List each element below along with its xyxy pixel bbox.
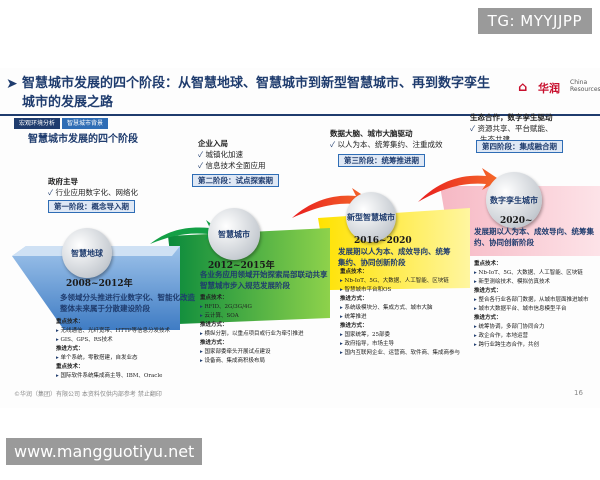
stage-3-detail-item: 国家统筹，25部委 xyxy=(340,331,468,340)
stage-2-drivers: 企业入局 城镇化加速 信息技术全面应用 xyxy=(198,138,266,171)
stage-1-detail-heading: 推进方式： xyxy=(56,346,84,352)
section-subtitle: 智慧城市发展的四个阶段 xyxy=(28,134,138,145)
stage-3-detail-heading: 推进方式： xyxy=(340,296,368,302)
stage-3-detail-item: Nb-IoT、5G、大数据、人工智能、区块链 xyxy=(340,277,468,286)
stage-1-detail-item: GIS、GPS、RS技术 xyxy=(56,336,186,345)
logo-chinese-name: 华润 xyxy=(538,82,560,95)
title-arrow-icon: ➤ xyxy=(6,76,18,92)
stage-4-detail-heading: 推进方式： xyxy=(474,288,502,294)
stage-4-driver-heading: 生态合作，数字孪生驱动 xyxy=(470,113,553,122)
stage-2-driver-heading: 企业入局 xyxy=(198,139,228,148)
stage-2-detail-item: 国家部委牵头开展试点建设 xyxy=(200,348,332,357)
stage-4-description: 发展期以人为本、成效导向、统筹集约、协同创新阶段 xyxy=(474,227,594,247)
stage-4-year: 2020~ xyxy=(500,216,533,226)
stage-1-step xyxy=(12,246,180,330)
stage-3-description: 发展期以人为本、成效导向、统筹集约、协同创新阶段 xyxy=(338,247,451,267)
stage-1-tag: 第一阶段：概念导入期 xyxy=(48,200,135,213)
stage-1-drivers: 政府主导 行业应用数字化、网络化 xyxy=(48,176,138,198)
stage-3-circle: 新型智慧城市 xyxy=(346,192,396,242)
stage-2-details: 重点技术： RFID、2G/3G/4G 云计算、SOA 推进方式： 横纵分割，以… xyxy=(200,294,332,366)
stage-staircase-graphic xyxy=(12,168,600,330)
arrow-3-to-4-icon xyxy=(418,168,500,202)
stage-2-circle: 智慧城市 xyxy=(208,208,260,260)
stage-2-year: 2012~2015年 xyxy=(208,261,275,271)
stage-4-detail-item: Nb-IoT、5G、大数据、人工智能、区块链 xyxy=(474,269,598,278)
stage-4-detail-heading: 推进方式： xyxy=(474,315,502,321)
stage-4-details: 重点技术： Nb-IoT、5G、大数据、人工智能、区块链 新型测绘技术、模拟仿真… xyxy=(474,260,598,350)
stage-4-detail-item: 政企合作，本地运营 xyxy=(474,332,598,341)
stage-1-driver-item: 行业应用数字化、网络化 xyxy=(48,187,139,198)
company-logo: ⌂ 华润 China Resources xyxy=(518,78,600,104)
header-divider xyxy=(0,114,600,116)
stage-4-detail-item: 跨行业跨生态合作，共创 xyxy=(474,341,598,350)
stage-4-detail-item: 统筹协调，多部门协同合力 xyxy=(474,323,598,332)
stage-3-detail-item: 智慧城市平台和OS xyxy=(340,286,468,295)
stage-2-step xyxy=(168,228,330,324)
stage-4-driver-item: 资源共享、平台赋能、 xyxy=(470,123,553,134)
stage-4-drivers: 生态合作，数字孪生驱动 资源共享、平台赋能、 生态共建 xyxy=(470,112,553,145)
stage-1-detail-item: 单个系统，零散搭建，自发业态 xyxy=(56,354,186,363)
stage-2-description: 各业务应用领域开始探索局部联动共享智慧城市步入规范发展阶段 xyxy=(200,270,328,290)
arrow-1-to-2-icon xyxy=(150,220,222,244)
stage-2-detail-item: 设备商、集成商积极布局 xyxy=(200,357,332,366)
stage-4-detail-item: 城市大数据平台、城市信息模型平台 xyxy=(474,305,598,314)
stage-1-detail-heading: 重点技术： xyxy=(56,319,84,325)
stage-3-detail-item: 统筹推进 xyxy=(340,313,468,322)
stage-3-detail-item: 国内互联网企业、运营商、软件商、集成商参与 xyxy=(340,349,468,358)
stage-2-detail-heading: 推进方式： xyxy=(200,340,228,346)
breadcrumb-section[interactable]: 宏观环境分析 xyxy=(14,118,61,129)
stage-4-tag: 第四阶段：集成融合期 xyxy=(476,140,563,153)
stage-3-driver-heading: 数据大脑、城市大脑驱动 xyxy=(330,129,413,138)
stage-2-detail-item: 横纵分割，以重点项目或行业为牵引推进 xyxy=(200,330,332,339)
stage-4-detail-item: 整合各行业各部门数据，从城市层面推进城市 xyxy=(474,296,598,305)
stage-3-detail-heading: 重点技术： xyxy=(340,269,368,275)
logo-english-name: China Resources xyxy=(570,79,600,93)
stage-1-circle: 智慧地球 xyxy=(62,228,112,278)
stage-3-driver-item: 以人为本、统筹集约、注重成效 xyxy=(330,139,443,150)
logo-mark-icon: ⌂ xyxy=(518,80,528,95)
stage-3-details: 重点技术： Nb-IoT、5G、大数据、人工智能、区块链 智慧城市平台和OS 推… xyxy=(340,268,468,358)
stage-2-detail-item: RFID、2G/3G/4G xyxy=(200,303,332,312)
breadcrumb-subsection[interactable]: 智慧城市背景 xyxy=(62,118,109,129)
stage-2-driver-item: 城镇化加速 xyxy=(198,149,266,160)
stage-2-driver-item: 信息技术全面应用 xyxy=(198,160,266,171)
stage-4-circle: 数字孪生城市 xyxy=(486,172,542,228)
stage-2-detail-heading: 重点技术： xyxy=(200,295,228,301)
stage-3-tag: 第三阶段：统筹推进期 xyxy=(338,154,425,167)
watermark-top: TG: MYYJJPP xyxy=(477,8,592,34)
stage-1-detail-item: 无线通信、光纤宽带、HTTP等信息分发技术 xyxy=(56,327,186,336)
stage-3-drivers: 数据大脑、城市大脑驱动 以人为本、统筹集约、注重成效 xyxy=(330,128,443,150)
stage-3-detail-item: 系统级模块分、集成方式、城市大脑 xyxy=(340,304,468,313)
stage-3-detail-item: 政府指导，市场主导 xyxy=(340,340,468,349)
watermark-bottom: www.mangguotiyu.net xyxy=(6,438,203,465)
stage-4-driver-item-continued: 生态共建 xyxy=(470,134,553,145)
stage-2-detail-item: 云计算、SOA xyxy=(200,312,332,321)
footer-source: ©华润（集团）有限公司 本资料仅供内部参考 禁止翻印 xyxy=(14,391,162,398)
stage-1-driver-heading: 政府主导 xyxy=(48,177,78,186)
stage-4-detail-item: 新型测绘技术、模拟仿真技术 xyxy=(474,278,598,287)
stage-2-tag: 第二阶段：试点探索期 xyxy=(192,174,279,187)
stage-3-year: 2016~2020 xyxy=(354,236,412,246)
slide: ➤ 智慧城市发展的四个阶段：从智慧地球、智慧城市到新型智慧城市、再到数字孪生城市… xyxy=(0,68,600,408)
stage-1-detail-item: 国际软件系统集成商主导、IBM、Oracle xyxy=(56,372,186,381)
stage-1-details: 重点技术： 无线通信、光纤宽带、HTTP等信息分发技术 GIS、GPS、RS技术… xyxy=(56,318,186,381)
stage-2-detail-heading: 推进方式： xyxy=(200,322,228,328)
stage-4-detail-heading: 重点技术： xyxy=(474,261,502,267)
stage-1-detail-heading: 重点技术： xyxy=(56,364,84,370)
stage-3-detail-heading: 推进方式： xyxy=(340,323,368,329)
stage-1-year: 2008~2012年 xyxy=(66,279,133,289)
page-number: 16 xyxy=(574,389,583,397)
arrow-2-to-3-icon xyxy=(292,188,370,218)
stage-1-description: 多领域分头推进行业数字化、智能化改造整体未来属于分散建设阶段 xyxy=(60,293,195,313)
slide-title: 智慧城市发展的四个阶段：从智慧地球、智慧城市到新型智慧城市、再到数字孪生城市的发… xyxy=(22,76,491,110)
